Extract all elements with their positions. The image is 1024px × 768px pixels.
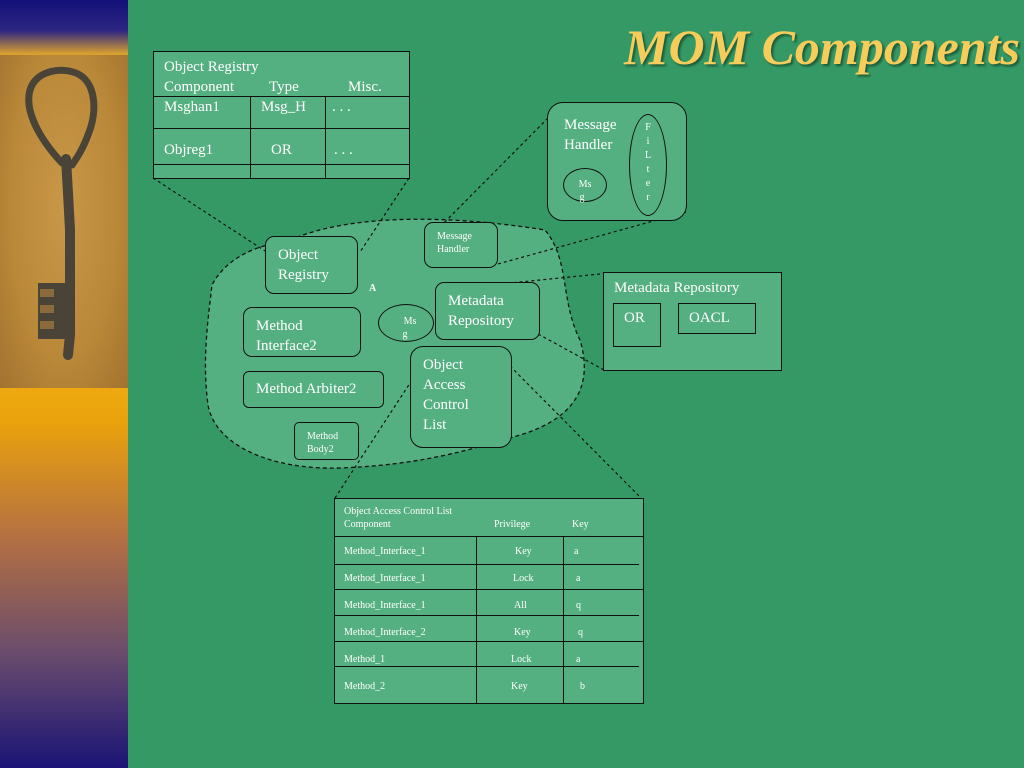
metadata-repository-node: Metadata Repository xyxy=(435,282,540,340)
oacl-cell: Method_Interface_1 xyxy=(344,573,426,584)
oacl-cell: Lock xyxy=(511,654,532,665)
oacl-cell: Key xyxy=(514,627,531,638)
connector-registry-table-right xyxy=(359,177,410,253)
metadata-item-oacl: OACL xyxy=(678,303,756,334)
oacl-cell: Lock xyxy=(513,573,534,584)
oacl-cell: Method_Interface_1 xyxy=(344,546,426,557)
cloud-msg-ellipse: Ms g xyxy=(378,304,434,342)
filter-ellipse: F i L t e r xyxy=(629,114,667,216)
oacl-cell: b xyxy=(580,681,585,692)
oacl-cell: a xyxy=(576,654,581,665)
oacl-node: Object Access Control List xyxy=(410,346,512,448)
connector-registry-table-left xyxy=(152,177,283,263)
object-registry-header-type: Type xyxy=(269,79,299,95)
oacl-cell: q xyxy=(578,627,583,638)
oacl-header-privilege: Privilege xyxy=(494,519,531,530)
message-handler-detail-label: Message Handler xyxy=(564,117,617,153)
marker-label: A xyxy=(369,283,377,294)
object-registry-header-component: Component xyxy=(164,79,234,95)
oacl-cell: Key xyxy=(515,546,532,557)
oacl-cell: q xyxy=(576,600,581,611)
key-photo xyxy=(0,55,128,388)
connector-metadata-bottom xyxy=(537,333,605,371)
connector-handler-bottom xyxy=(486,211,687,268)
oacl-cell: Method_2 xyxy=(344,681,386,692)
metadata-repository-detail-title: Metadata Repository xyxy=(614,280,740,296)
oacl-cell: All xyxy=(514,600,527,611)
oacl-cell: a xyxy=(576,573,581,584)
object-registry-header-misc: Misc. xyxy=(348,79,382,95)
oacl-cell: Method_Interface_2 xyxy=(344,627,426,638)
object-registry-cell: Objreg1 xyxy=(164,142,214,158)
object-registry-cell: . . . xyxy=(334,142,353,158)
connector-handler-top xyxy=(426,117,549,241)
metadata-item-or: OR xyxy=(613,303,661,347)
oacl-cell: a xyxy=(574,546,579,557)
method-body-node: Method Body2 xyxy=(294,422,359,460)
oacl-header-key: Key xyxy=(572,519,589,530)
message-handler-node: Message Handler xyxy=(424,222,498,268)
method-arbiter-node: Method Arbiter2 xyxy=(243,371,384,408)
object-registry-cell: . . . xyxy=(332,99,351,115)
oacl-header-component: Component xyxy=(344,519,391,530)
object-registry-cell: Msg_H xyxy=(261,99,307,115)
handler-msg-ellipse: Ms g xyxy=(563,168,607,203)
object-registry-table-title: Object Registry xyxy=(164,59,259,75)
object-registry-cell: OR xyxy=(271,142,292,158)
oacl-cell: Method_Interface_1 xyxy=(344,600,426,611)
object-registry-node: Object Registry xyxy=(265,236,358,294)
metadata-repository-detail: Metadata Repository OR OACL xyxy=(603,272,782,371)
connector-oacl-right xyxy=(509,365,642,499)
oacl-table-title: Object Access Control List xyxy=(344,506,453,517)
oacl-cell: Key xyxy=(511,681,528,692)
method-interface-node: Method Interface2 xyxy=(243,307,361,357)
key-icon xyxy=(25,66,98,360)
sidebar-gradient xyxy=(0,0,128,768)
object-registry-cell: Msghan1 xyxy=(164,99,220,115)
object-registry-table: Object Registry Component Type Misc. Msg… xyxy=(153,51,410,179)
slide-title: MOM Components xyxy=(624,19,1020,75)
oacl-table: Object Access Control List Component Pri… xyxy=(334,498,644,704)
oacl-cell: Method_1 xyxy=(344,654,386,665)
